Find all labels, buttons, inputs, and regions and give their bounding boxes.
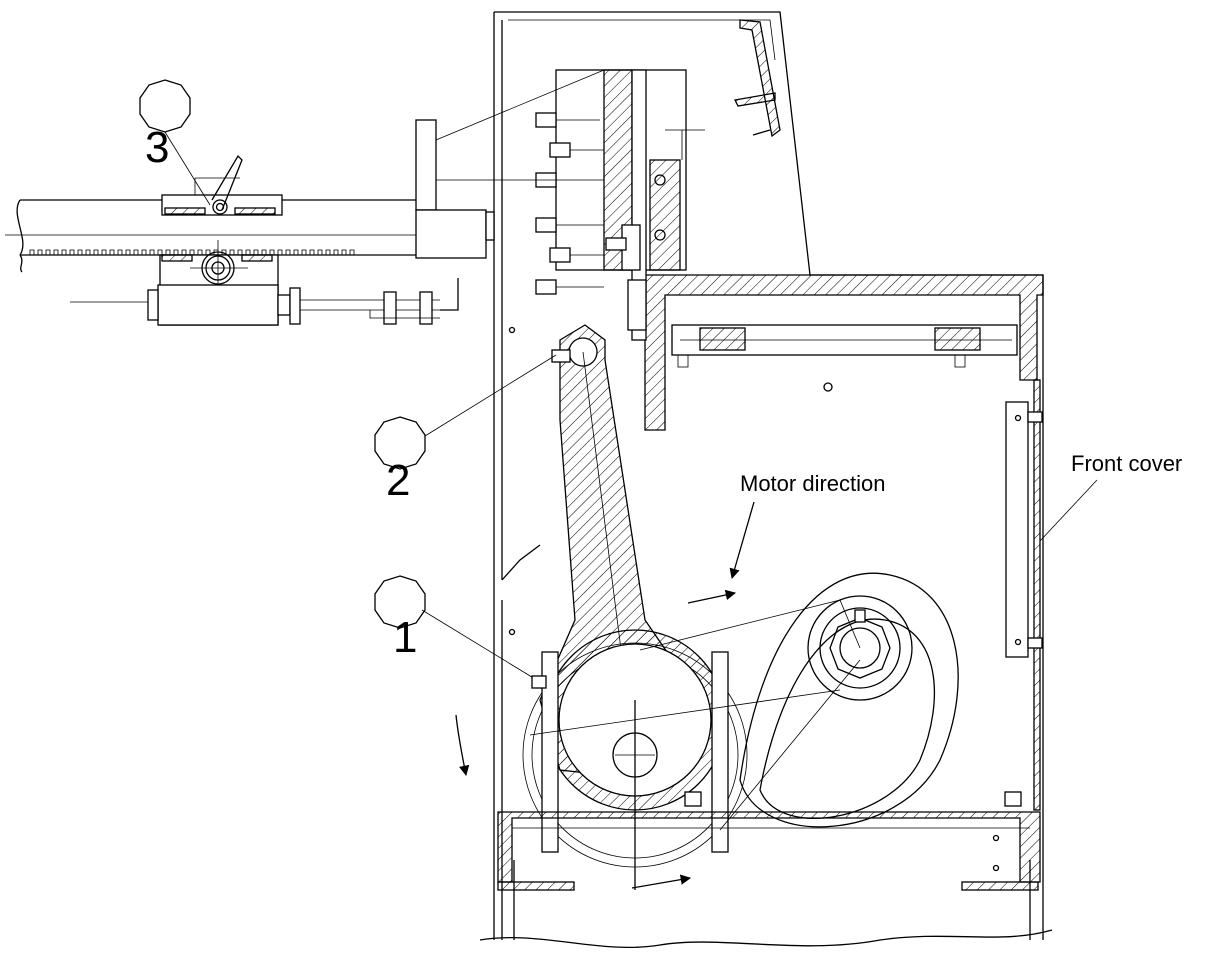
large-gear [522, 629, 748, 890]
motor-direction-label: Motor direction [740, 471, 886, 496]
bolt-column [535, 112, 627, 295]
callout-1: 1 [374, 575, 547, 689]
front-cover-plate [1005, 379, 1043, 811]
callout-1-label: 1 [393, 613, 417, 662]
base-plate [497, 791, 1041, 891]
motor-direction-annotation: Motor direction [729, 471, 886, 579]
vertical-slide-assembly [535, 69, 705, 341]
chain [529, 572, 959, 831]
callout-3: 3 [139, 79, 211, 206]
front-cover-label: Front cover [1071, 451, 1182, 476]
callout-2: 2 [374, 354, 557, 505]
motor-sprocket [807, 595, 913, 701]
callout-2-marker [374, 416, 426, 470]
callout-3-label: 3 [145, 123, 169, 172]
callout-1-marker [374, 575, 426, 629]
front-cover-annotation: Front cover [1039, 451, 1182, 542]
motion-arrows [455, 589, 737, 889]
callout-2-label: 2 [386, 456, 410, 505]
housing-frame [479, 11, 1053, 948]
rack-assembly [5, 69, 605, 326]
gear-housing-box [508, 274, 1044, 636]
